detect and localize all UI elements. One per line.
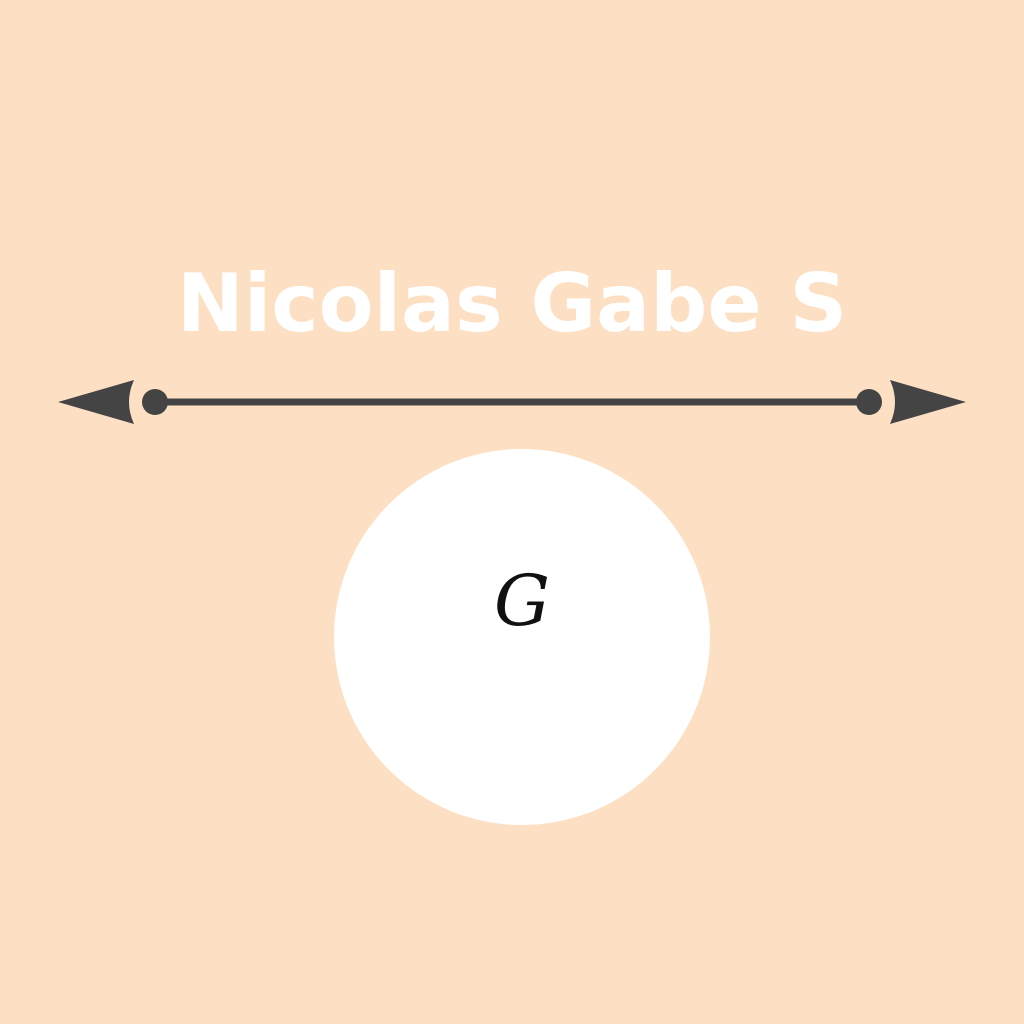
arrowhead-right-icon — [856, 380, 966, 424]
monogram-circle: G — [334, 449, 710, 825]
arrowhead-left-icon — [58, 380, 168, 424]
ornamental-divider — [58, 380, 966, 424]
monogram-letter: G — [494, 560, 550, 642]
name-title: Nicolas Gabe S — [176, 257, 848, 350]
